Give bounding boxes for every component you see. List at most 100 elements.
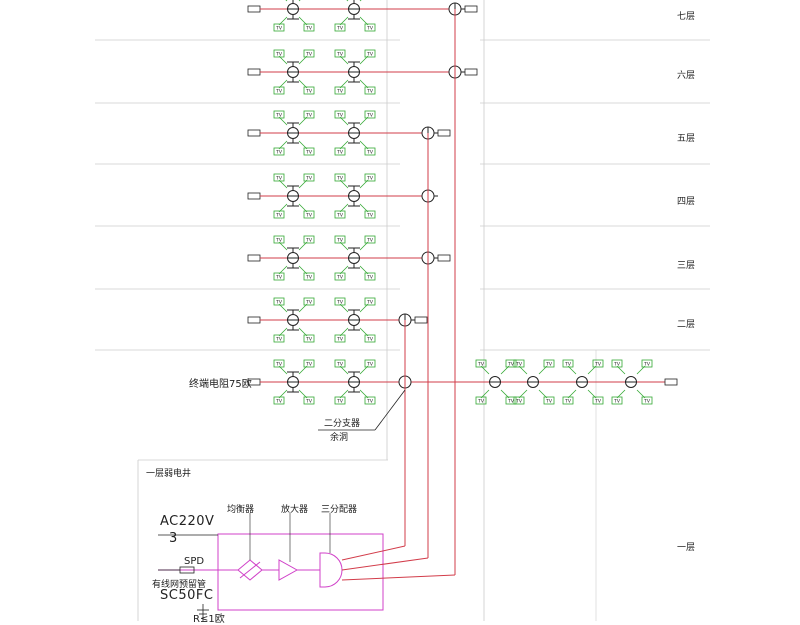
tv-outlet-icon: TV [273,272,285,281]
tv-outlet-icon: TV [334,297,346,306]
svg-text:TV: TV [336,213,344,219]
tv-outlet-icon: TV [334,396,346,405]
tv-outlet-icon: TV [513,359,525,368]
svg-text:TV: TV [275,362,283,368]
tv-outlet-icon: TV [303,272,315,281]
tv-outlet-icon: TV [334,210,346,219]
svg-text:TV: TV [305,300,313,306]
ground-label: R≤1欧 [193,614,225,625]
tv-outlet-icon: TV [273,396,285,405]
svg-text:TV: TV [336,362,344,368]
tv-outlet-icon: TV [303,235,315,244]
tv-outlet-icon: TV [334,110,346,119]
tv-outlet-icon: TV [303,297,315,306]
tv-outlet-icon: TV [592,396,604,405]
svg-text:TV: TV [643,362,651,368]
svg-text:TV: TV [366,26,374,32]
terminator-resistor [247,192,261,200]
svg-text:TV: TV [366,113,374,119]
equalizer-slash [239,561,261,579]
svg-text:TV: TV [477,362,485,368]
svg-text:TV: TV [305,238,313,244]
tv-outlet-icon: TV [303,210,315,219]
svg-text:TV: TV [336,150,344,156]
tv-outlet-icon: TV [513,396,525,405]
svg-text:TV: TV [305,52,313,58]
svg-text:TV: TV [275,300,283,306]
tv-outlet-icon: TV [611,396,623,405]
tv-outlet-icon: TV [273,210,285,219]
tv-outlet-icon: TV [611,359,623,368]
tv-outlet-icon: TV [364,334,376,343]
svg-text:TV: TV [515,399,523,405]
spd-label: SPD [184,556,205,567]
tv-outlet-icon: TV [273,173,285,182]
svg-text:TV: TV [366,150,374,156]
svg-text:TV: TV [275,213,283,219]
tv-outlet-icon: TV [273,359,285,368]
tv-outlet-icon: TV [543,359,555,368]
spare-port-box [437,254,451,262]
svg-text:TV: TV [275,150,283,156]
tv-branch [298,0,301,2]
svg-text:TV: TV [613,362,621,368]
spare-port-box [414,316,428,324]
svg-text:TV: TV [305,213,313,219]
tv-outlet-icon: TV [364,147,376,156]
spare-port-box [464,5,478,13]
svg-text:TV: TV [545,362,553,368]
spare-label: 余洞 [330,433,349,443]
svg-text:TV: TV [275,399,283,405]
svg-text:TV: TV [366,399,374,405]
tv-outlet-icon: TV [303,86,315,95]
svg-text:TV: TV [275,176,283,182]
svg-text:TV: TV [336,399,344,405]
svg-text:TV: TV [366,52,374,58]
floor-label-5: 五层 [677,134,696,144]
svg-text:TV: TV [336,238,344,244]
tv-branch [346,0,349,2]
terminator-resistor [247,254,261,262]
svg-text:TV: TV [477,399,485,405]
tv-outlet-icon: TV [641,396,653,405]
tv-outlet-icon: TV [303,334,315,343]
tv-outlet-icon: TV [505,359,517,368]
tv-outlet-icon: TV [334,23,346,32]
tv-outlet-icon: TV [334,147,346,156]
tv-outlet-icon: TV [303,110,315,119]
svg-text:TV: TV [305,275,313,281]
svg-text:TV: TV [305,150,313,156]
splitter-label: 二分支器 [324,419,361,429]
floor-label-1: 一层 [677,543,696,553]
tv-outlet-icon: TV [334,173,346,182]
svg-text:TV: TV [613,399,621,405]
svg-text:TV: TV [275,89,283,95]
svg-text:TV: TV [594,399,602,405]
amplifier-label: 放大器 [281,505,309,515]
terminator-label: 终端电阻75欧 [189,379,252,390]
tv-outlet-icon: TV [334,235,346,244]
floor-label-4: 四层 [677,197,696,207]
tv-outlet-icon: TV [364,173,376,182]
tv-outlet-icon: TV [334,334,346,343]
tv-outlet-icon: TV [364,210,376,219]
tv-outlet-icon: TV [334,49,346,58]
tv-outlet-icon: TV [303,147,315,156]
svg-text:TV: TV [564,362,572,368]
ac-power-label: AC220V [160,514,215,529]
tv-outlet-icon: TV [364,86,376,95]
floor-label-3: 三层 [677,261,696,271]
svg-text:TV: TV [305,362,313,368]
floor-label-2: 二层 [677,320,696,330]
svg-text:TV: TV [366,89,374,95]
floor-label-7: 七层 [677,12,696,22]
tv-outlet-icon: TV [273,23,285,32]
tv-outlet-icon: TV [543,396,555,405]
ac-power-number: 3 [169,531,178,546]
tv-outlet-icon: TV [273,235,285,244]
svg-text:TV: TV [336,337,344,343]
svg-text:TV: TV [366,176,374,182]
tv-outlet-icon: TV [303,49,315,58]
distributor-output [341,557,429,571]
tv-outlet-icon: TV [273,147,285,156]
